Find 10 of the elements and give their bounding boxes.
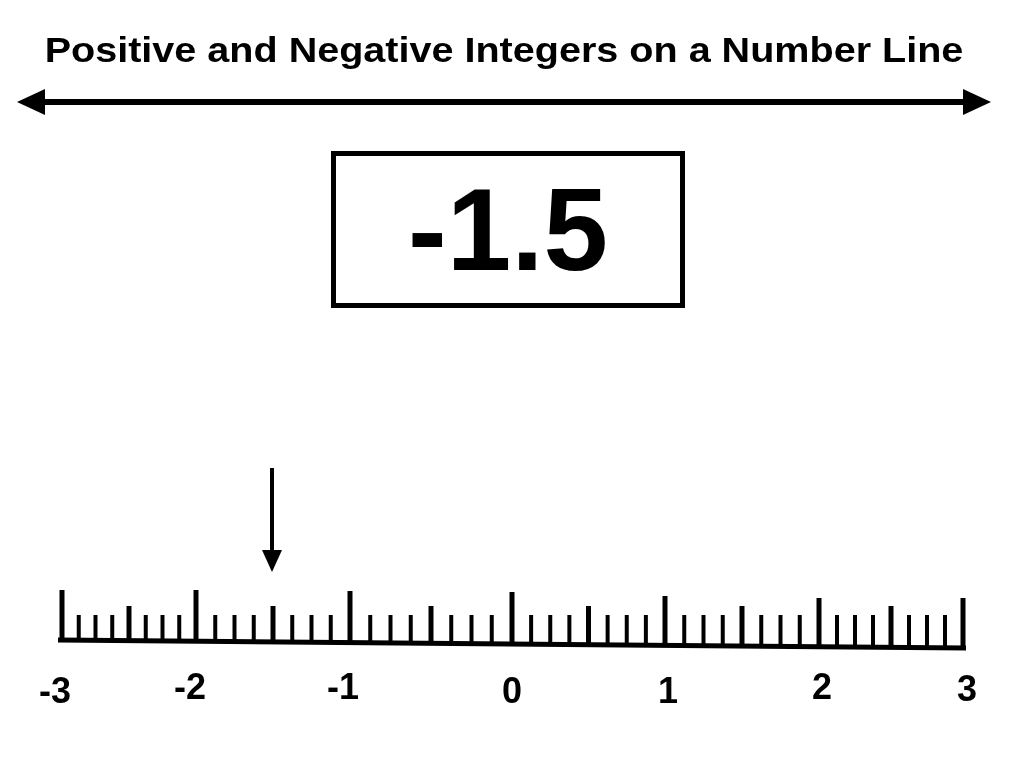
value-text: -1.5 bbox=[408, 171, 608, 288]
tick-label: -3 bbox=[39, 673, 71, 709]
tick-label: 0 bbox=[502, 673, 522, 709]
value-box bbox=[331, 151, 685, 308]
title: Positive and Negative Integers on a Number Line bbox=[44, 32, 964, 67]
tick-label: 2 bbox=[812, 669, 832, 705]
tick-label: -1 bbox=[327, 669, 359, 705]
tick-label: 1 bbox=[658, 673, 678, 709]
tick-label: -2 bbox=[174, 669, 206, 705]
tick-label: 3 bbox=[957, 671, 977, 707]
